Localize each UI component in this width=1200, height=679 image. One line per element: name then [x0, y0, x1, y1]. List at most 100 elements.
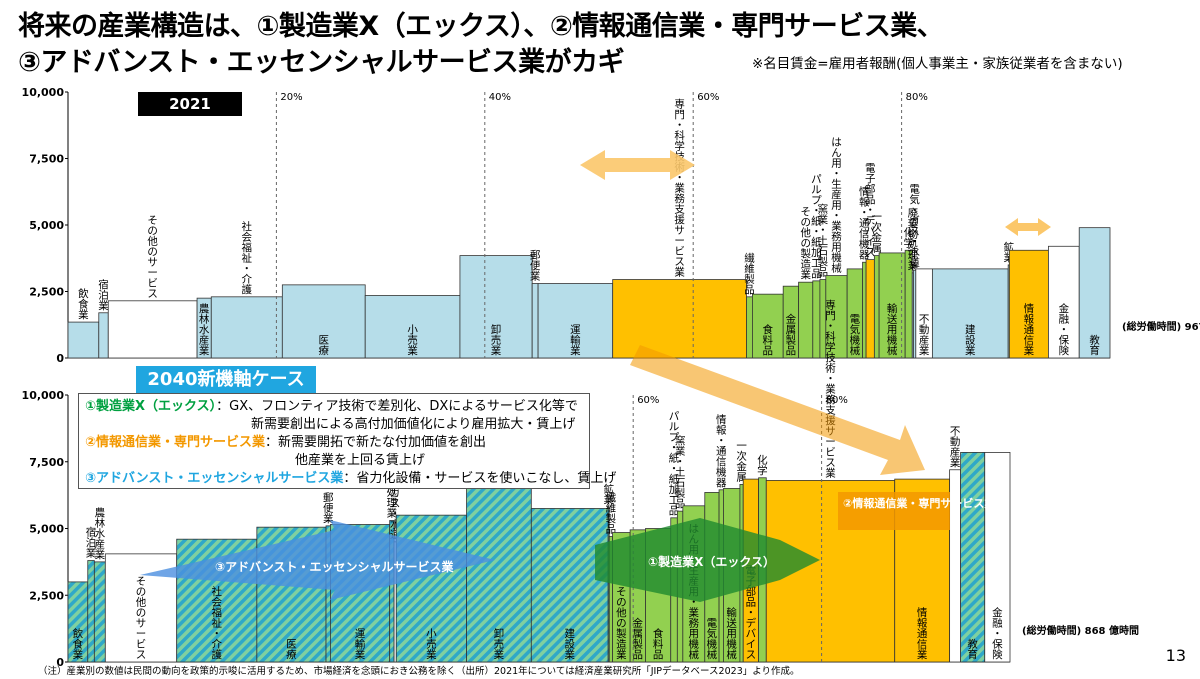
- percent-label: 60%: [637, 395, 659, 406]
- bar-label: 不動産業: [919, 314, 930, 358]
- group3-label: ③アドバンスト・エッセンシャルサービス業: [215, 559, 455, 574]
- bar-label: 窯業・土石製品: [675, 434, 686, 510]
- bar-label: 輸送用機械: [726, 606, 737, 661]
- bar-label: 卸売業: [491, 323, 502, 357]
- bar-0-22: [878, 252, 906, 359]
- bar-label: 卸売業: [494, 627, 505, 661]
- y-tick-label: 5,000: [29, 219, 64, 232]
- badge-2040: 2040新機軸ケース: [136, 366, 316, 394]
- legend-box: ①製造業X（エックス）：GX、フロンティア技術で差別化、DXによるサービス化等で…: [78, 393, 616, 489]
- title-line-2: ③アドバンスト・エッセンシャルサービス業がカギ: [18, 47, 625, 78]
- legend-row-1: ①製造業X（エックス）：GX、フロンティア技術で差別化、DXによるサービス化等で: [85, 398, 589, 416]
- legend-row-3: ③アドバンスト・エッセンシャルサービス業：省力化設備・サービスを使いこなし、賃上…: [85, 470, 616, 488]
- y-tick-label: 2,500: [29, 286, 64, 299]
- bar-label: はん用・生産用・業務用機械: [831, 137, 842, 275]
- bar-label: その他の製造業: [616, 586, 627, 661]
- legend-key-3: ③アドバンスト・エッセンシャルサービス業: [85, 471, 344, 486]
- bar-label: 専門・科学技術・業務支援サービス業: [825, 299, 836, 479]
- bar-0-5: [281, 284, 366, 359]
- bar-0-30: [1048, 245, 1080, 359]
- bar-1-11: [466, 486, 532, 663]
- y-tick-label: 10,000: [22, 389, 65, 402]
- bar-0-2: [107, 300, 198, 359]
- bar-0-8: [531, 283, 539, 359]
- bar-label: その他のサービス: [136, 576, 147, 662]
- legend-row-2: ②情報通信業・専門サービス業：新需要開拓で新たな付加価値を創出: [85, 434, 589, 452]
- bar-label: 建設業: [965, 323, 976, 357]
- bar-0-10: [612, 279, 747, 359]
- y-tick-label: 0: [56, 352, 64, 365]
- y-tick-label: 5,000: [29, 523, 64, 536]
- bar-0-31: [1078, 227, 1111, 359]
- bar-0-21: [873, 255, 880, 359]
- percent-label: 60%: [697, 92, 719, 103]
- bar-label: 専門・科学技術・業務支援サービス業: [674, 99, 685, 279]
- bar-1-12: [530, 508, 609, 663]
- bar-0-15: [812, 280, 821, 359]
- bar-label: 社会福祉・介護: [242, 220, 253, 296]
- legend-key-1: ①製造業X（エックス）: [85, 399, 217, 414]
- bar-label: 郵便業: [530, 250, 541, 283]
- bar-0-1: [98, 312, 109, 359]
- bar-label: 建設業: [564, 627, 575, 661]
- bar-0-6: [364, 295, 461, 359]
- bar-label: 小売業: [426, 628, 437, 661]
- bar-label: 輸送用機械: [887, 302, 898, 357]
- bar-0-14: [798, 281, 814, 359]
- bar-1-1: [87, 560, 95, 663]
- bar-label: 不動産業: [950, 425, 961, 469]
- y-tick-label: 0: [56, 656, 64, 669]
- group2-label-bg: [838, 492, 950, 530]
- legend-key-2: ②情報通信業・専門サービス業: [85, 435, 266, 450]
- bar-label: 廃棄物処理業: [908, 206, 919, 272]
- group1-label: ①製造業X（エックス）: [648, 554, 775, 569]
- bar-0-0: [67, 321, 100, 359]
- group1-arrow-icon: [595, 518, 820, 602]
- bar-1-30: [960, 452, 986, 663]
- legend-text-1: ：GX、フロンティア技術で差別化、DXによるサービス化等で: [216, 399, 578, 414]
- bar-label: 情報通信業: [917, 606, 928, 661]
- bar-label: 医療: [286, 639, 297, 662]
- legend-row-1b: 新需要創出による高付加価値化により雇用拡大・賃上げ: [251, 417, 576, 432]
- bar-label: 電気機械: [707, 618, 718, 662]
- bar-1-2: [93, 561, 106, 663]
- bar-label: 農林水産業: [199, 302, 210, 357]
- bar-label: 金融・保険: [992, 606, 1003, 661]
- bar-0-4: [210, 296, 283, 359]
- bar-0-9: [537, 283, 614, 359]
- legend-text-3: ：省力化設備・サービスを使いこなし、賃上げ: [343, 471, 617, 486]
- bar-0-7: [459, 255, 533, 359]
- bar-label: 運輸業: [570, 324, 581, 357]
- footer-note: （注）産業別の数値は民間の動向を政策的示唆に活用するため、市場経済を念頭におき公…: [38, 666, 800, 677]
- bar-label: パルプ・紙・紙加工品: [811, 173, 822, 279]
- bar-0-11: [746, 296, 753, 359]
- bar-label: 一次金属: [736, 440, 747, 484]
- total-hours-label: (総労働時間) 868 億時間: [1022, 624, 1139, 637]
- percent-label: 40%: [489, 92, 511, 103]
- bar-0-29: [1008, 249, 1049, 359]
- title-line-1: 将来の産業構造は、①製造業X（エックス）、②情報通信業・専門サービス業、: [18, 11, 944, 42]
- bar-1-31: [984, 452, 1011, 663]
- badge-2021: 2021: [138, 92, 242, 116]
- bar-label: 繊維製品: [744, 251, 755, 296]
- double-arrow-icon: [580, 150, 695, 180]
- bar-label: 情報・通信機器: [716, 413, 727, 489]
- bar-label: 情報・通信機器: [859, 185, 870, 261]
- bar-label: 鉱業: [603, 483, 614, 507]
- bar-label: 金属製品: [633, 617, 644, 662]
- bar-label: 飲食業: [78, 287, 89, 321]
- bar-label: 教育: [967, 638, 978, 662]
- bar-label: 電気・ガス・水道: [909, 184, 920, 270]
- bar-label: その他の製造業: [800, 206, 811, 281]
- y-tick-label: 7,500: [29, 456, 64, 469]
- bar-label: パルプ・紙・紙加工品: [669, 410, 680, 517]
- bar-label: 飲食業: [73, 627, 84, 661]
- bar-0-12: [752, 293, 784, 359]
- y-tick-label: 7,500: [29, 153, 64, 166]
- bar-0-20: [865, 259, 875, 359]
- bar-label: 教育: [1089, 334, 1100, 358]
- bar-label: 医療: [319, 335, 330, 358]
- group2-label: ②情報通信業・専門サービス業: [843, 496, 996, 510]
- percent-label: 20%: [280, 92, 302, 103]
- bar-label: 情報通信業: [1024, 302, 1035, 357]
